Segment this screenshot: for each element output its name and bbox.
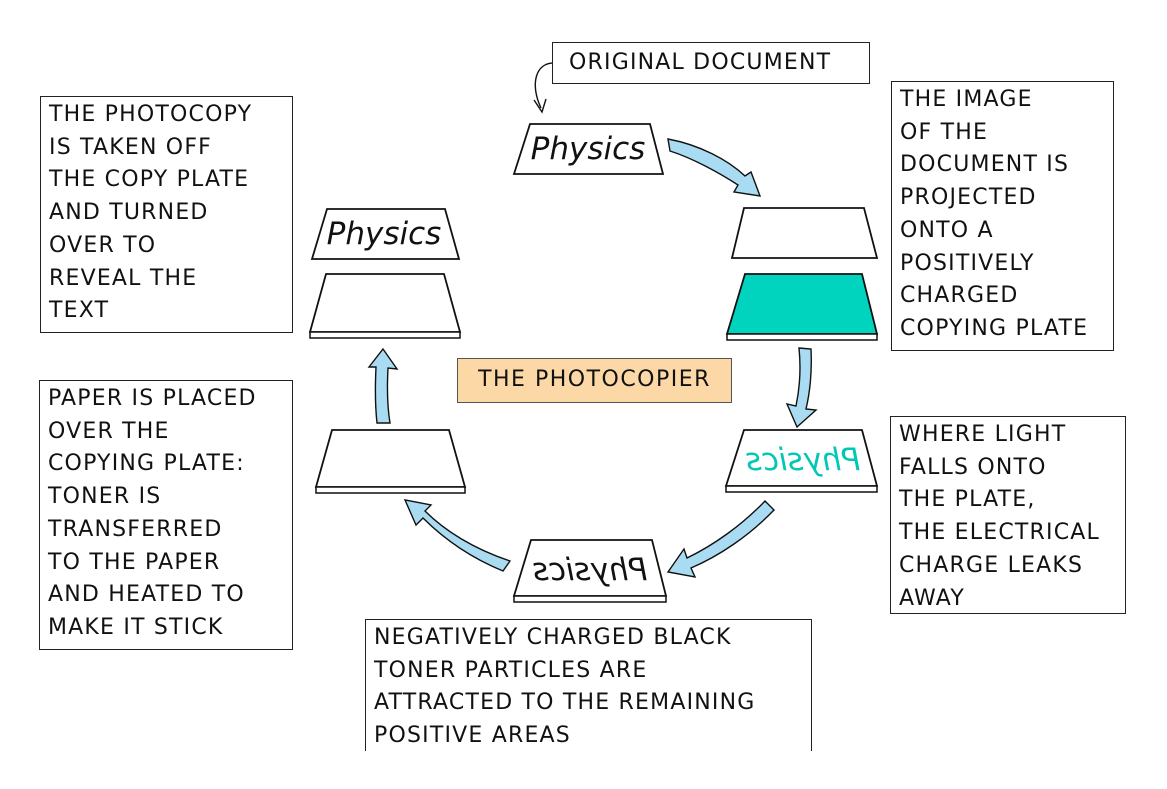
projected-image — [730, 207, 879, 259]
charged-copying-plate — [725, 273, 879, 341]
step-text-line: OF THE — [900, 119, 989, 145]
step-text-line: NEGATIVELY CHARGED BLACK — [374, 625, 732, 650]
photocopy-text: Physics — [327, 216, 442, 252]
step-text-line: PAPER IS PLACED — [48, 386, 257, 411]
step-text-line: THE COPY PLATE — [49, 167, 250, 193]
step-text-line: MAKE IT STICK — [48, 614, 224, 640]
mirrored-charge-text: Physics — [746, 442, 861, 478]
step-5-text-box: THE PHOTOCOPY IS TAKEN OFF THE COPY PLAT… — [40, 96, 293, 333]
diagram-title: THE PHOTOCOPIER — [457, 358, 732, 403]
step-text-line: IS TAKEN OFF — [49, 134, 213, 160]
photocopy-document: Physics — [310, 208, 461, 260]
original-document-label-text: ORIGINAL DOCUMENT — [569, 50, 832, 75]
arrow-step-3-to-4 — [403, 499, 512, 572]
step-text-line: TONER PARTICLES ARE — [374, 657, 648, 683]
step-text-line: COPYING PLATE — [900, 315, 1089, 341]
arrow-step-0-to-1 — [667, 138, 762, 197]
step-text-line: COPYING PLATE: — [48, 451, 245, 477]
step-text-line: REVEAL THE — [49, 265, 198, 291]
paper-over-plate — [314, 429, 467, 494]
step-text-line: POSITIVELY — [900, 250, 1035, 276]
step-text-line: PROJECTED — [900, 185, 1037, 211]
original-document-label: ORIGINAL DOCUMENT — [552, 42, 870, 84]
plate-with-charge-image: Physics — [724, 429, 879, 493]
original-document-text: Physics — [531, 131, 646, 167]
step-text-line: POSITIVE AREAS — [374, 723, 571, 749]
step-text-line: TO THE PAPER — [48, 549, 221, 575]
step-1-text-box: THE IMAGE OF THE DOCUMENT IS PROJECTED O… — [891, 81, 1114, 351]
step-text-line: AND HEATED TO — [48, 582, 245, 608]
mirrored-toner-text: Physics — [533, 552, 648, 588]
arrow-step-4-to-5 — [367, 347, 399, 424]
step-text-line: WHERE LIGHT — [899, 422, 1067, 447]
step-text-line: TONER IS — [48, 484, 162, 510]
step-text-line: THE PHOTOCOPY — [49, 102, 253, 127]
step-3-text-box: NEGATIVELY CHARGED BLACK TONER PARTICLES… — [365, 619, 812, 751]
step-text-line: CHARGED — [900, 283, 1019, 309]
step-text-line: THE PLATE, — [899, 487, 1036, 513]
plate-with-toner: Physics — [512, 539, 668, 603]
step-text-line: AND TURNED — [49, 200, 209, 226]
step-4-text-box: PAPER IS PLACED OVER THE COPYING PLATE: … — [39, 380, 293, 650]
arrow-step-2-to-3 — [666, 499, 775, 578]
step-text-line: ATTRACTED TO THE REMAINING — [374, 690, 756, 716]
step-text-line: OVER THE — [48, 418, 170, 444]
original-document: Physics — [512, 123, 665, 175]
step-2-text-box: WHERE LIGHT FALLS ONTO THE PLATE, THE EL… — [890, 416, 1126, 614]
arrow-step-1-to-2 — [785, 347, 818, 429]
step-text-line: ONTO A — [900, 217, 994, 243]
step-text-line: THE IMAGE — [900, 87, 1033, 112]
step-text-line: OVER TO — [49, 232, 157, 258]
step-text-line: DOCUMENT IS — [900, 152, 1070, 178]
empty-plate — [308, 273, 462, 339]
step-text-line: TRANSFERRED — [48, 516, 223, 542]
step-text-line: CHARGE LEAKS — [899, 552, 1084, 578]
step-text-line: FALLS ONTO — [899, 454, 1047, 480]
step-text-line: THE ELECTRICAL — [899, 520, 1100, 546]
step-text-line: TEXT — [49, 298, 110, 324]
step-text-line: AWAY — [899, 585, 965, 611]
